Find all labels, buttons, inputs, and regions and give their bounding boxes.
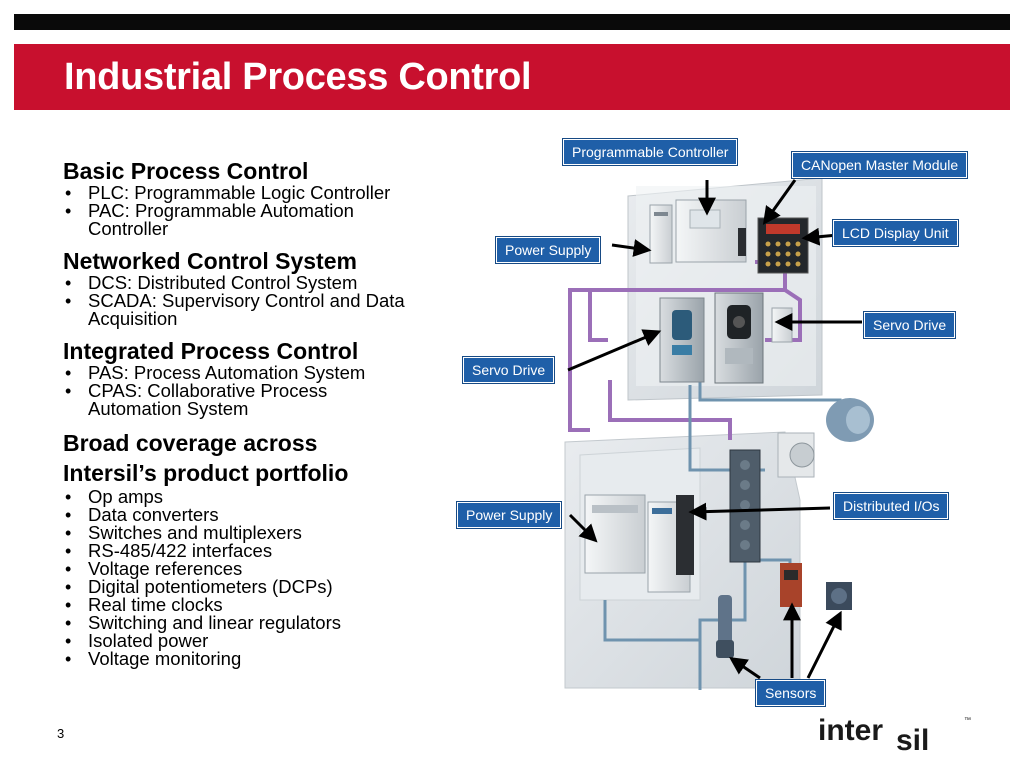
section-heading-networked: Networked Control System [63, 248, 357, 274]
sensor-cylindrical [716, 595, 734, 658]
bullet-dot: • [65, 541, 72, 561]
label-power-supply-bottom: Power Supply [457, 502, 562, 528]
label-programmable-controller: Programmable Controller [563, 139, 738, 165]
bullet-text: Controller [88, 218, 169, 239]
bullet-text: Acquisition [88, 308, 178, 329]
bullet-text: RS-485/422 interfaces [88, 540, 273, 561]
section-heading-coverage-line2: Intersil’s product portfolio [63, 460, 349, 486]
bullet-list-basic: • PLC: Programmable Logic Controller • PAC… [63, 182, 463, 239]
bullet-dot: • [65, 613, 72, 633]
bullet-text: Voltage references [88, 558, 243, 579]
bullet-continuation: Acquisition [63, 308, 463, 329]
bullet-item: • DCS: Distributed Control System [63, 272, 463, 293]
bullet-item: • SCADA: Supervisory Control and Data [63, 290, 463, 311]
label-canopen-master-module: CANopen Master Module [792, 152, 968, 178]
bullet-text: Automation System [88, 398, 249, 419]
bullet-dot: • [65, 559, 72, 579]
section-heading-integrated: Integrated Process Control [63, 338, 359, 364]
bullet-text: Isolated power [88, 630, 209, 651]
bullet-item: • Switching and linear regulators [63, 612, 463, 633]
label-servo-drive-left: Servo Drive [463, 357, 555, 383]
pointer-arrows [567, 179, 862, 680]
bullet-text: Switching and linear regulators [88, 612, 341, 633]
label-sensors: Sensors [756, 680, 826, 706]
lcd-keypad-device [757, 217, 809, 274]
logo-text-sil: sil [896, 724, 929, 752]
bullet-item: • RS-485/422 interfaces [63, 540, 463, 561]
servo-small-module [771, 307, 793, 343]
bullet-text: Digital potentiometers (DCPs) [88, 576, 333, 597]
bullet-dot: • [65, 273, 72, 293]
bullet-item: • Real time clocks [63, 594, 463, 615]
bullet-item: • Switches and multiplexers [63, 522, 463, 543]
distributed-io-device [729, 449, 761, 563]
bullet-dot: • [65, 291, 72, 311]
bullet-continuation: Automation System [63, 398, 463, 419]
bullet-text: SCADA: Supervisory Control and Data [88, 290, 405, 311]
bullet-text: PAS: Process Automation System [88, 362, 366, 383]
bullet-item: • CPAS: Collaborative Process [63, 380, 463, 401]
bullet-list-portfolio: • Op amps • Data converters • Switches and … [63, 486, 463, 669]
bullet-item: • Digital potentiometers (DCPs) [63, 576, 463, 597]
power-supply-bottom-device [584, 494, 646, 574]
controller-bottom-device [647, 495, 694, 593]
intersil-logo: inter sil ™ [818, 714, 971, 752]
label-power-supply-top: Power Supply [496, 237, 601, 263]
bullet-item: • Isolated power [63, 630, 463, 651]
bullet-dot: • [65, 523, 72, 543]
top-black-bar [14, 14, 1010, 30]
sensor-photoelectric [780, 563, 802, 607]
bullet-dot: • [65, 631, 72, 651]
power-supply-top-device [649, 204, 673, 264]
plc-device [675, 199, 747, 263]
bullet-text: DCS: Distributed Control System [88, 272, 358, 293]
page-number: 3 [57, 726, 65, 741]
logo-trademark: ™ [964, 717, 971, 724]
motor-large [826, 398, 874, 442]
bullet-item: • Data converters [63, 504, 463, 525]
bullet-text: CPAS: Collaborative Process [88, 380, 328, 401]
bullet-text: Real time clocks [88, 594, 223, 615]
bullet-dot: • [65, 595, 72, 615]
motor-small [777, 432, 815, 478]
bullet-list-networked: • DCS: Distributed Control System • SCADA:… [63, 272, 463, 329]
section-heading-coverage-line1: Broad coverage across [63, 430, 318, 456]
slide-title: Industrial Process Control [64, 56, 532, 98]
bullet-item: • PAS: Process Automation System [63, 362, 463, 383]
bullet-dot: • [65, 201, 72, 221]
bullet-item: • Voltage monitoring [63, 648, 463, 669]
label-lcd-display-unit: LCD Display Unit [833, 220, 958, 246]
bullet-item: • Op amps [63, 486, 463, 507]
bullet-item: • PAC: Programmable Automation [63, 200, 463, 221]
bullet-continuation: Controller [63, 218, 463, 239]
sensor-square [826, 582, 852, 610]
content-column: Basic Process Control • PLC: Programmable… [63, 158, 463, 668]
bullet-text: Voltage monitoring [88, 648, 242, 669]
servo-drive-left-device [659, 297, 705, 383]
bullet-dot: • [65, 183, 72, 203]
label-servo-drive-right: Servo Drive [864, 312, 956, 338]
bullet-item: • Voltage references [63, 558, 463, 579]
label-distributed-ios: Distributed I/Os [834, 493, 949, 519]
bullet-dot: • [65, 381, 72, 401]
bullet-item: • PLC: Programmable Logic Controller [63, 182, 463, 203]
bullet-dot: • [65, 487, 72, 507]
servo-drive-right-device [714, 292, 764, 384]
bullet-dot: • [65, 577, 72, 597]
bullet-dot: • [65, 505, 72, 525]
bullet-list-integrated: • PAS: Process Automation System • CPAS: C… [63, 362, 463, 419]
bullet-dot: • [65, 649, 72, 669]
section-heading-basic: Basic Process Control [63, 158, 309, 184]
bullet-dot: • [65, 363, 72, 383]
bullet-text: PAC: Programmable Automation [88, 200, 354, 221]
logo-text-inter: inter [818, 714, 883, 747]
bullet-text: Switches and multiplexers [88, 522, 302, 543]
title-bar: Industrial Process Control [14, 44, 1010, 110]
bullet-text: Data converters [88, 504, 219, 525]
bullet-text: PLC: Programmable Logic Controller [88, 182, 391, 203]
bullet-text: Op amps [88, 486, 164, 507]
